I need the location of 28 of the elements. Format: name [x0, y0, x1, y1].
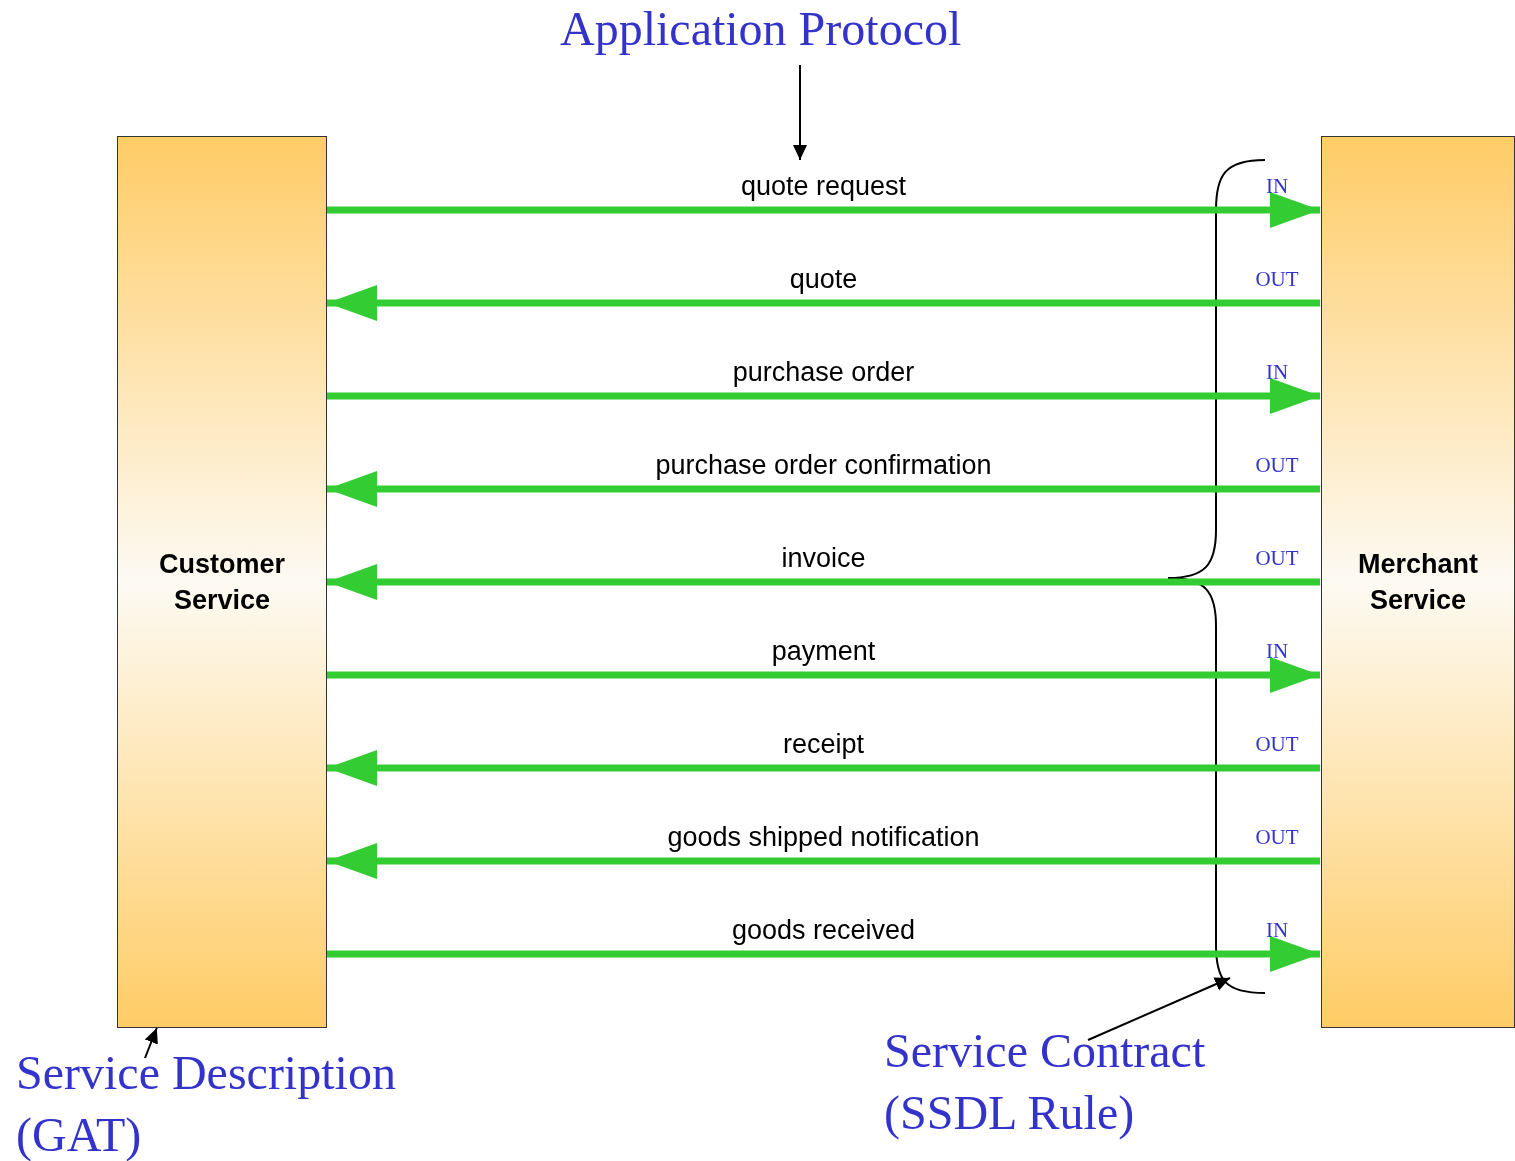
- leader-line: [1087, 977, 1231, 1041]
- direction-label: OUT: [1255, 546, 1299, 570]
- message-arrow: [327, 471, 1320, 507]
- service-box: [1321, 136, 1515, 1028]
- message-arrow: [327, 657, 1320, 693]
- annotation-text: Service Description (GAT): [16, 1042, 476, 1161]
- leader-line: [144, 1027, 158, 1059]
- direction-label: IN: [1265, 360, 1289, 384]
- direction-label: IN: [1265, 174, 1289, 198]
- message-arrow: [327, 843, 1320, 879]
- direction-label: IN: [1265, 918, 1289, 942]
- message-arrow: [327, 936, 1320, 972]
- direction-label: OUT: [1255, 825, 1299, 849]
- message-arrow: [327, 285, 1320, 321]
- annotation-text: Service Contract (SSDL Rule): [884, 1020, 1284, 1144]
- direction-label: OUT: [1255, 453, 1299, 477]
- direction-label: OUT: [1255, 732, 1299, 756]
- message-arrow: [327, 750, 1320, 786]
- message-arrow: [327, 192, 1320, 228]
- message-arrow: [327, 564, 1320, 600]
- service-name: Merchant Service: [1357, 548, 1479, 617]
- service-box: [117, 136, 327, 1028]
- leader-line: [793, 64, 807, 161]
- direction-label: OUT: [1255, 267, 1299, 291]
- annotation-text: Application Protocol: [560, 0, 1050, 60]
- message-arrow: [327, 378, 1320, 414]
- service-name: Customer Service: [158, 548, 286, 617]
- direction-label: IN: [1265, 639, 1289, 663]
